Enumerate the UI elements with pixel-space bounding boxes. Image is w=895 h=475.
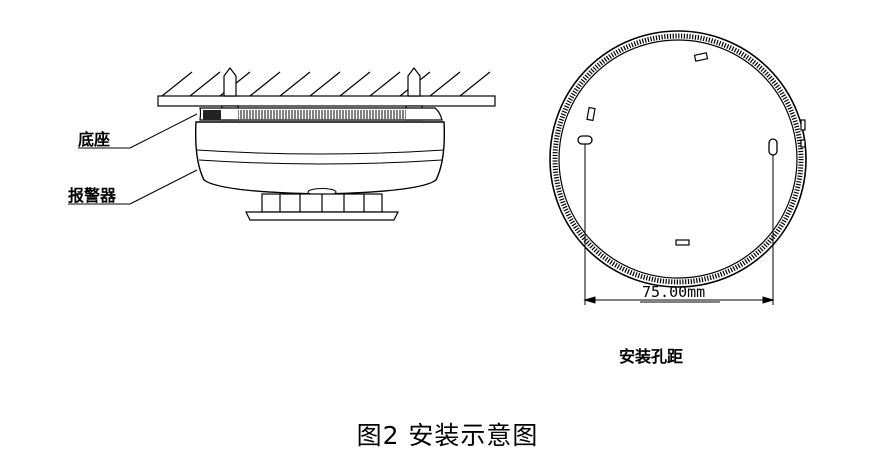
mount-hole-right bbox=[768, 138, 778, 156]
label-base: 底座 bbox=[78, 130, 111, 149]
alarm-band-line bbox=[196, 149, 445, 155]
edge-marks bbox=[800, 119, 806, 148]
ceiling-plate bbox=[157, 95, 496, 107]
base-left-dark bbox=[203, 110, 221, 120]
label-alarm: 报警器 bbox=[68, 186, 117, 205]
figure-caption: 图2 安装示意图 bbox=[356, 421, 539, 450]
ceiling-hatching bbox=[161, 71, 491, 97]
alarm-band-line-2 bbox=[198, 159, 443, 165]
base-top-view bbox=[549, 30, 807, 288]
leader-base bbox=[129, 113, 198, 149]
dimension-label: 75.00mm bbox=[642, 283, 706, 301]
detector-chamber bbox=[245, 193, 399, 221]
clip-slots bbox=[586, 52, 709, 246]
subtitle-hole-spacing: 安装孔距 bbox=[619, 347, 684, 366]
leader-alarm bbox=[129, 169, 198, 205]
alarm-body bbox=[194, 121, 446, 195]
dimension-line bbox=[583, 144, 775, 305]
mount-hole-left bbox=[577, 135, 593, 145]
base-knurl bbox=[238, 110, 406, 119]
